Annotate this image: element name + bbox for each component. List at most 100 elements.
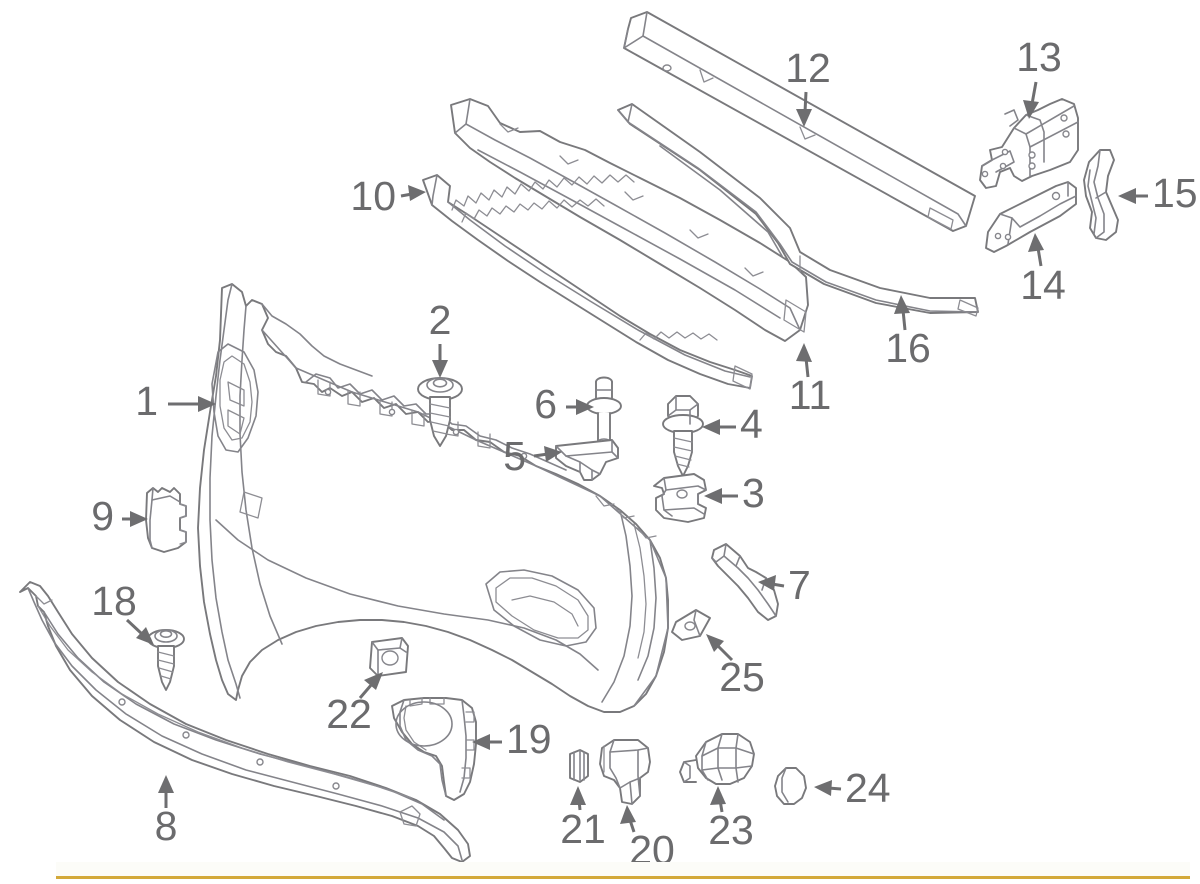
arrowhead-16 — [894, 295, 910, 314]
part-crash-box-bracket[interactable] — [979, 98, 1079, 189]
callout-9[interactable]: 9 — [91, 493, 148, 539]
callout-22[interactable]: 22 — [326, 672, 383, 737]
arrowhead-24 — [814, 780, 832, 796]
callout-7[interactable]: 7 — [758, 562, 811, 608]
part-side-guide-rail[interactable] — [711, 543, 779, 621]
callout-12[interactable]: 12 — [785, 45, 831, 127]
part-energy-absorber-foam[interactable] — [422, 174, 753, 390]
part-upper-crossmember[interactable] — [623, 11, 976, 232]
footer-band — [56, 862, 1190, 876]
callout-label-7: 7 — [788, 562, 811, 608]
arrowhead-4 — [702, 419, 720, 435]
part-expanding-rivet[interactable] — [417, 377, 463, 447]
arrowhead-15 — [1118, 188, 1136, 204]
leader-22 — [358, 683, 374, 699]
part-lower-impact-bar[interactable] — [450, 98, 809, 342]
arrowhead-9 — [130, 511, 148, 527]
part-push-pin-rivet[interactable] — [586, 376, 622, 446]
part-lower-tie-bar[interactable] — [617, 103, 979, 317]
arrowhead-13 — [1023, 100, 1039, 119]
arrowhead-12 — [796, 109, 812, 127]
arrowhead-20 — [620, 805, 636, 824]
leader-13 — [1030, 81, 1038, 105]
part-side-stiffener[interactable] — [1083, 149, 1119, 241]
arrowhead-6 — [576, 399, 594, 415]
callout-label-10: 10 — [350, 173, 396, 219]
callout-label-6: 6 — [534, 381, 557, 427]
callout-3[interactable]: 3 — [704, 470, 765, 516]
callout-label-15: 15 — [1152, 170, 1198, 216]
callout-4[interactable]: 4 — [702, 401, 763, 447]
part-washer-plate[interactable] — [671, 609, 711, 641]
callout-13[interactable]: 13 — [1016, 34, 1062, 119]
callout-label-5: 5 — [503, 433, 526, 479]
arrowhead-5 — [544, 446, 562, 462]
arrowhead-22 — [364, 672, 383, 690]
part-sensor-spacer-ring[interactable] — [569, 749, 589, 783]
callout-label-14: 14 — [1020, 262, 1066, 308]
arrowhead-10 — [408, 185, 426, 201]
arrowhead-19 — [472, 734, 490, 750]
callout-label-19: 19 — [506, 716, 552, 762]
callout-label-23: 23 — [708, 807, 754, 853]
arrowhead-11 — [796, 343, 812, 362]
part-bumper-cover[interactable] — [197, 283, 669, 713]
part-side-mount-clip[interactable] — [145, 487, 187, 553]
callout-label-21: 21 — [560, 806, 606, 852]
callout-16[interactable]: 16 — [885, 295, 931, 371]
callout-19[interactable]: 19 — [472, 716, 552, 762]
callout-25[interactable]: 25 — [706, 634, 765, 700]
leader-14 — [1036, 247, 1043, 267]
arrowhead-8 — [158, 775, 174, 793]
callout-label-12: 12 — [785, 45, 831, 91]
callout-label-1: 1 — [135, 378, 158, 424]
part-tow-hook-retainer[interactable] — [369, 637, 409, 677]
callout-label-4: 4 — [740, 401, 763, 447]
callout-2[interactable]: 2 — [429, 297, 452, 378]
arrowhead-18 — [136, 627, 154, 645]
arrowhead-7 — [758, 575, 776, 591]
callout-15[interactable]: 15 — [1118, 170, 1198, 216]
part-sensor-blank-cap[interactable] — [774, 767, 807, 805]
callout-label-9: 9 — [91, 493, 114, 539]
callout-label-22: 22 — [326, 691, 372, 737]
part-hex-flange-bolt[interactable] — [662, 395, 704, 477]
part-pdc-sensor-bracket[interactable] — [599, 739, 651, 805]
callout-label-16: 16 — [885, 325, 931, 371]
callout-label-8: 8 — [155, 803, 178, 849]
callout-23[interactable]: 23 — [708, 786, 754, 853]
callout-6[interactable]: 6 — [534, 381, 594, 427]
leader-18 — [125, 618, 144, 636]
callout-1[interactable]: 1 — [135, 378, 216, 424]
part-spoiler-screw[interactable] — [147, 629, 185, 691]
callout-label-2: 2 — [429, 297, 452, 343]
leader-25 — [716, 644, 734, 662]
arrowhead-23 — [710, 786, 726, 805]
arrowhead-14 — [1028, 233, 1044, 252]
footer-accent-rule — [56, 876, 1190, 879]
callout-11[interactable]: 11 — [789, 343, 832, 418]
callout-14[interactable]: 14 — [1020, 233, 1066, 308]
callout-5[interactable]: 5 — [503, 433, 562, 479]
part-clip-nut[interactable] — [653, 473, 707, 523]
callout-label-3: 3 — [742, 470, 765, 516]
callout-18[interactable]: 18 — [91, 578, 154, 645]
arrowhead-1 — [198, 396, 216, 412]
callout-label-25: 25 — [719, 654, 765, 700]
part-wedge-bracket[interactable] — [555, 439, 619, 481]
arrowhead-25 — [706, 634, 724, 652]
arrowhead-2 — [432, 360, 448, 378]
callout-10[interactable]: 10 — [350, 173, 426, 219]
part-tow-eye-bracket[interactable] — [985, 181, 1077, 253]
part-front-spoiler-lip[interactable] — [19, 581, 471, 863]
callout-label-13: 13 — [1016, 34, 1062, 80]
callout-21[interactable]: 21 — [560, 786, 606, 852]
callout-label-18: 18 — [91, 578, 137, 624]
part-pdc-parking-sensor[interactable] — [679, 733, 755, 785]
callout-label-11: 11 — [789, 372, 832, 418]
callout-8[interactable]: 8 — [155, 775, 178, 849]
part-fog-lamp-bezel[interactable] — [391, 697, 477, 801]
callout-24[interactable]: 24 — [814, 765, 891, 811]
